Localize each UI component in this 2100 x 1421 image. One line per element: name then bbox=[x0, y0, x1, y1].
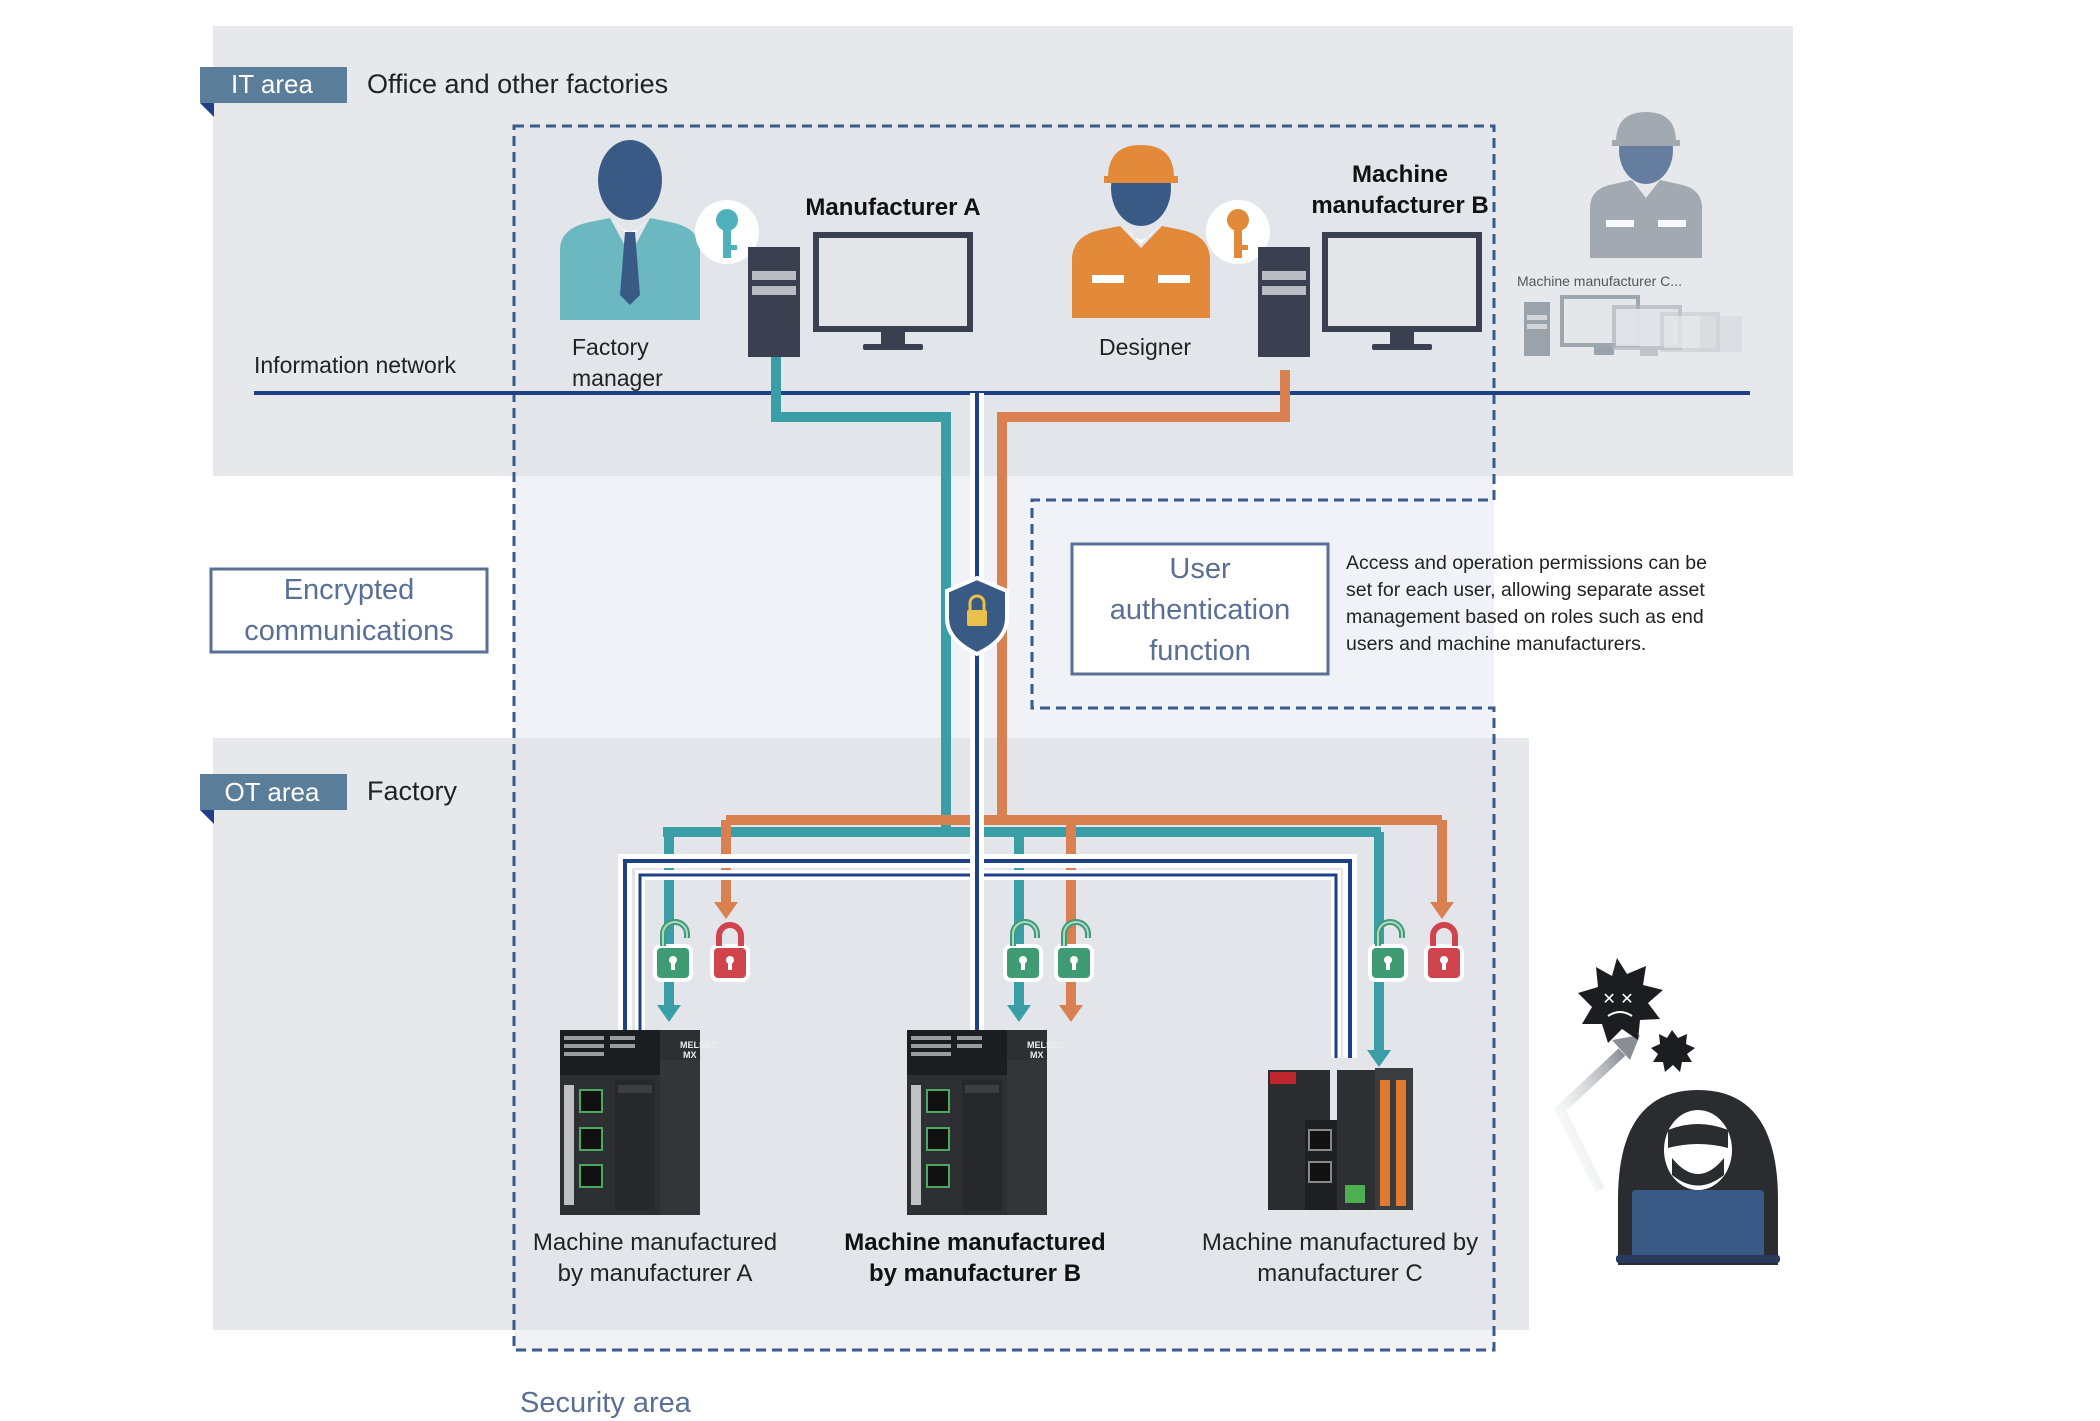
machine-c-label-1: Machine manufactured by bbox=[1202, 1229, 1478, 1256]
plc-device-c bbox=[1268, 1068, 1413, 1210]
designer-label: Designer bbox=[1099, 334, 1191, 360]
security-area-boundary bbox=[512, 124, 1496, 1352]
user-auth-description-2: set for each user, allowing separate ass… bbox=[1346, 579, 1705, 601]
manufacturer-b-computer-tower bbox=[1258, 247, 1310, 357]
ot-area-tag: OT area bbox=[200, 774, 347, 824]
machine-b-label-2: by manufacturer B bbox=[869, 1260, 1081, 1287]
machine-manufacturer-b-label-1: Machine bbox=[1352, 161, 1448, 188]
it-area-tag: IT area bbox=[200, 67, 347, 117]
it-area-tag-label: IT area bbox=[231, 69, 313, 99]
factory-manager-key-icon bbox=[695, 200, 759, 264]
machine-c-label-2: manufacturer C bbox=[1257, 1260, 1422, 1287]
plc-device-a bbox=[559, 1029, 701, 1216]
malware-burst-icon: ✕ ✕ bbox=[1578, 958, 1695, 1072]
encrypted-label-1: Encrypted bbox=[284, 574, 415, 606]
designer-key-icon bbox=[1206, 200, 1270, 264]
plc-a-model: MX bbox=[683, 1050, 697, 1060]
machine-manufacturer-c-worker-icon bbox=[1590, 112, 1702, 258]
information-network-label: Information network bbox=[254, 352, 456, 378]
plc-device-b bbox=[906, 1029, 1048, 1216]
manufacturer-a-label: Manufacturer A bbox=[805, 194, 980, 221]
attack-arrow-icon bbox=[1553, 1035, 1640, 1193]
user-auth-description-4: users and machine manufacturers. bbox=[1346, 633, 1646, 655]
security-area-label: Security area bbox=[520, 1387, 692, 1419]
factory-manager-icon bbox=[560, 140, 700, 320]
svg-text:✕ ✕: ✕ ✕ bbox=[1602, 991, 1633, 1008]
factory-manager-label-2: manager bbox=[572, 365, 663, 391]
user-authentication-box bbox=[1070, 542, 1330, 676]
data-flow-arrowheads bbox=[657, 902, 1454, 1067]
plc-b-brand: MELSEC bbox=[1027, 1040, 1065, 1050]
ot-area-title: Factory bbox=[367, 776, 458, 806]
encrypted-communications-box bbox=[209, 567, 489, 654]
plc-a-brand: MELSEC bbox=[680, 1040, 718, 1050]
user-auth-label-2: authentication bbox=[1110, 594, 1291, 626]
user-auth-label-3: function bbox=[1149, 635, 1251, 667]
factory-manager-label-1: Factory bbox=[572, 334, 649, 360]
designer-icon bbox=[1072, 145, 1210, 318]
machine-b-label-1: Machine manufactured bbox=[844, 1229, 1105, 1256]
encrypted-label-2: communications bbox=[244, 615, 454, 647]
it-area-title: Office and other factories bbox=[367, 69, 668, 99]
user-auth-description-3: management based on roles such as end bbox=[1346, 606, 1704, 628]
hacker-icon bbox=[1616, 1090, 1780, 1265]
ot-area-tag-label: OT area bbox=[225, 777, 320, 807]
encryption-shield-icon bbox=[945, 575, 1009, 657]
manufacturer-a-computer-tower bbox=[748, 247, 800, 357]
machine-manufacturer-b-label-2: manufacturer B bbox=[1311, 192, 1488, 219]
machine-manufacturer-c-label: Machine manufacturer C... bbox=[1517, 273, 1682, 289]
machine-a-label-2: by manufacturer A bbox=[558, 1260, 753, 1287]
user-auth-description-1: Access and operation permissions can be bbox=[1346, 552, 1707, 574]
user-auth-label-1: User bbox=[1169, 553, 1231, 585]
navy-data-flow bbox=[618, 393, 1357, 1058]
machine-a-label-1: Machine manufactured bbox=[533, 1229, 777, 1256]
plc-b-model: MX bbox=[1030, 1050, 1044, 1060]
machine-manufacturer-c-computers-icon bbox=[1524, 295, 1742, 356]
